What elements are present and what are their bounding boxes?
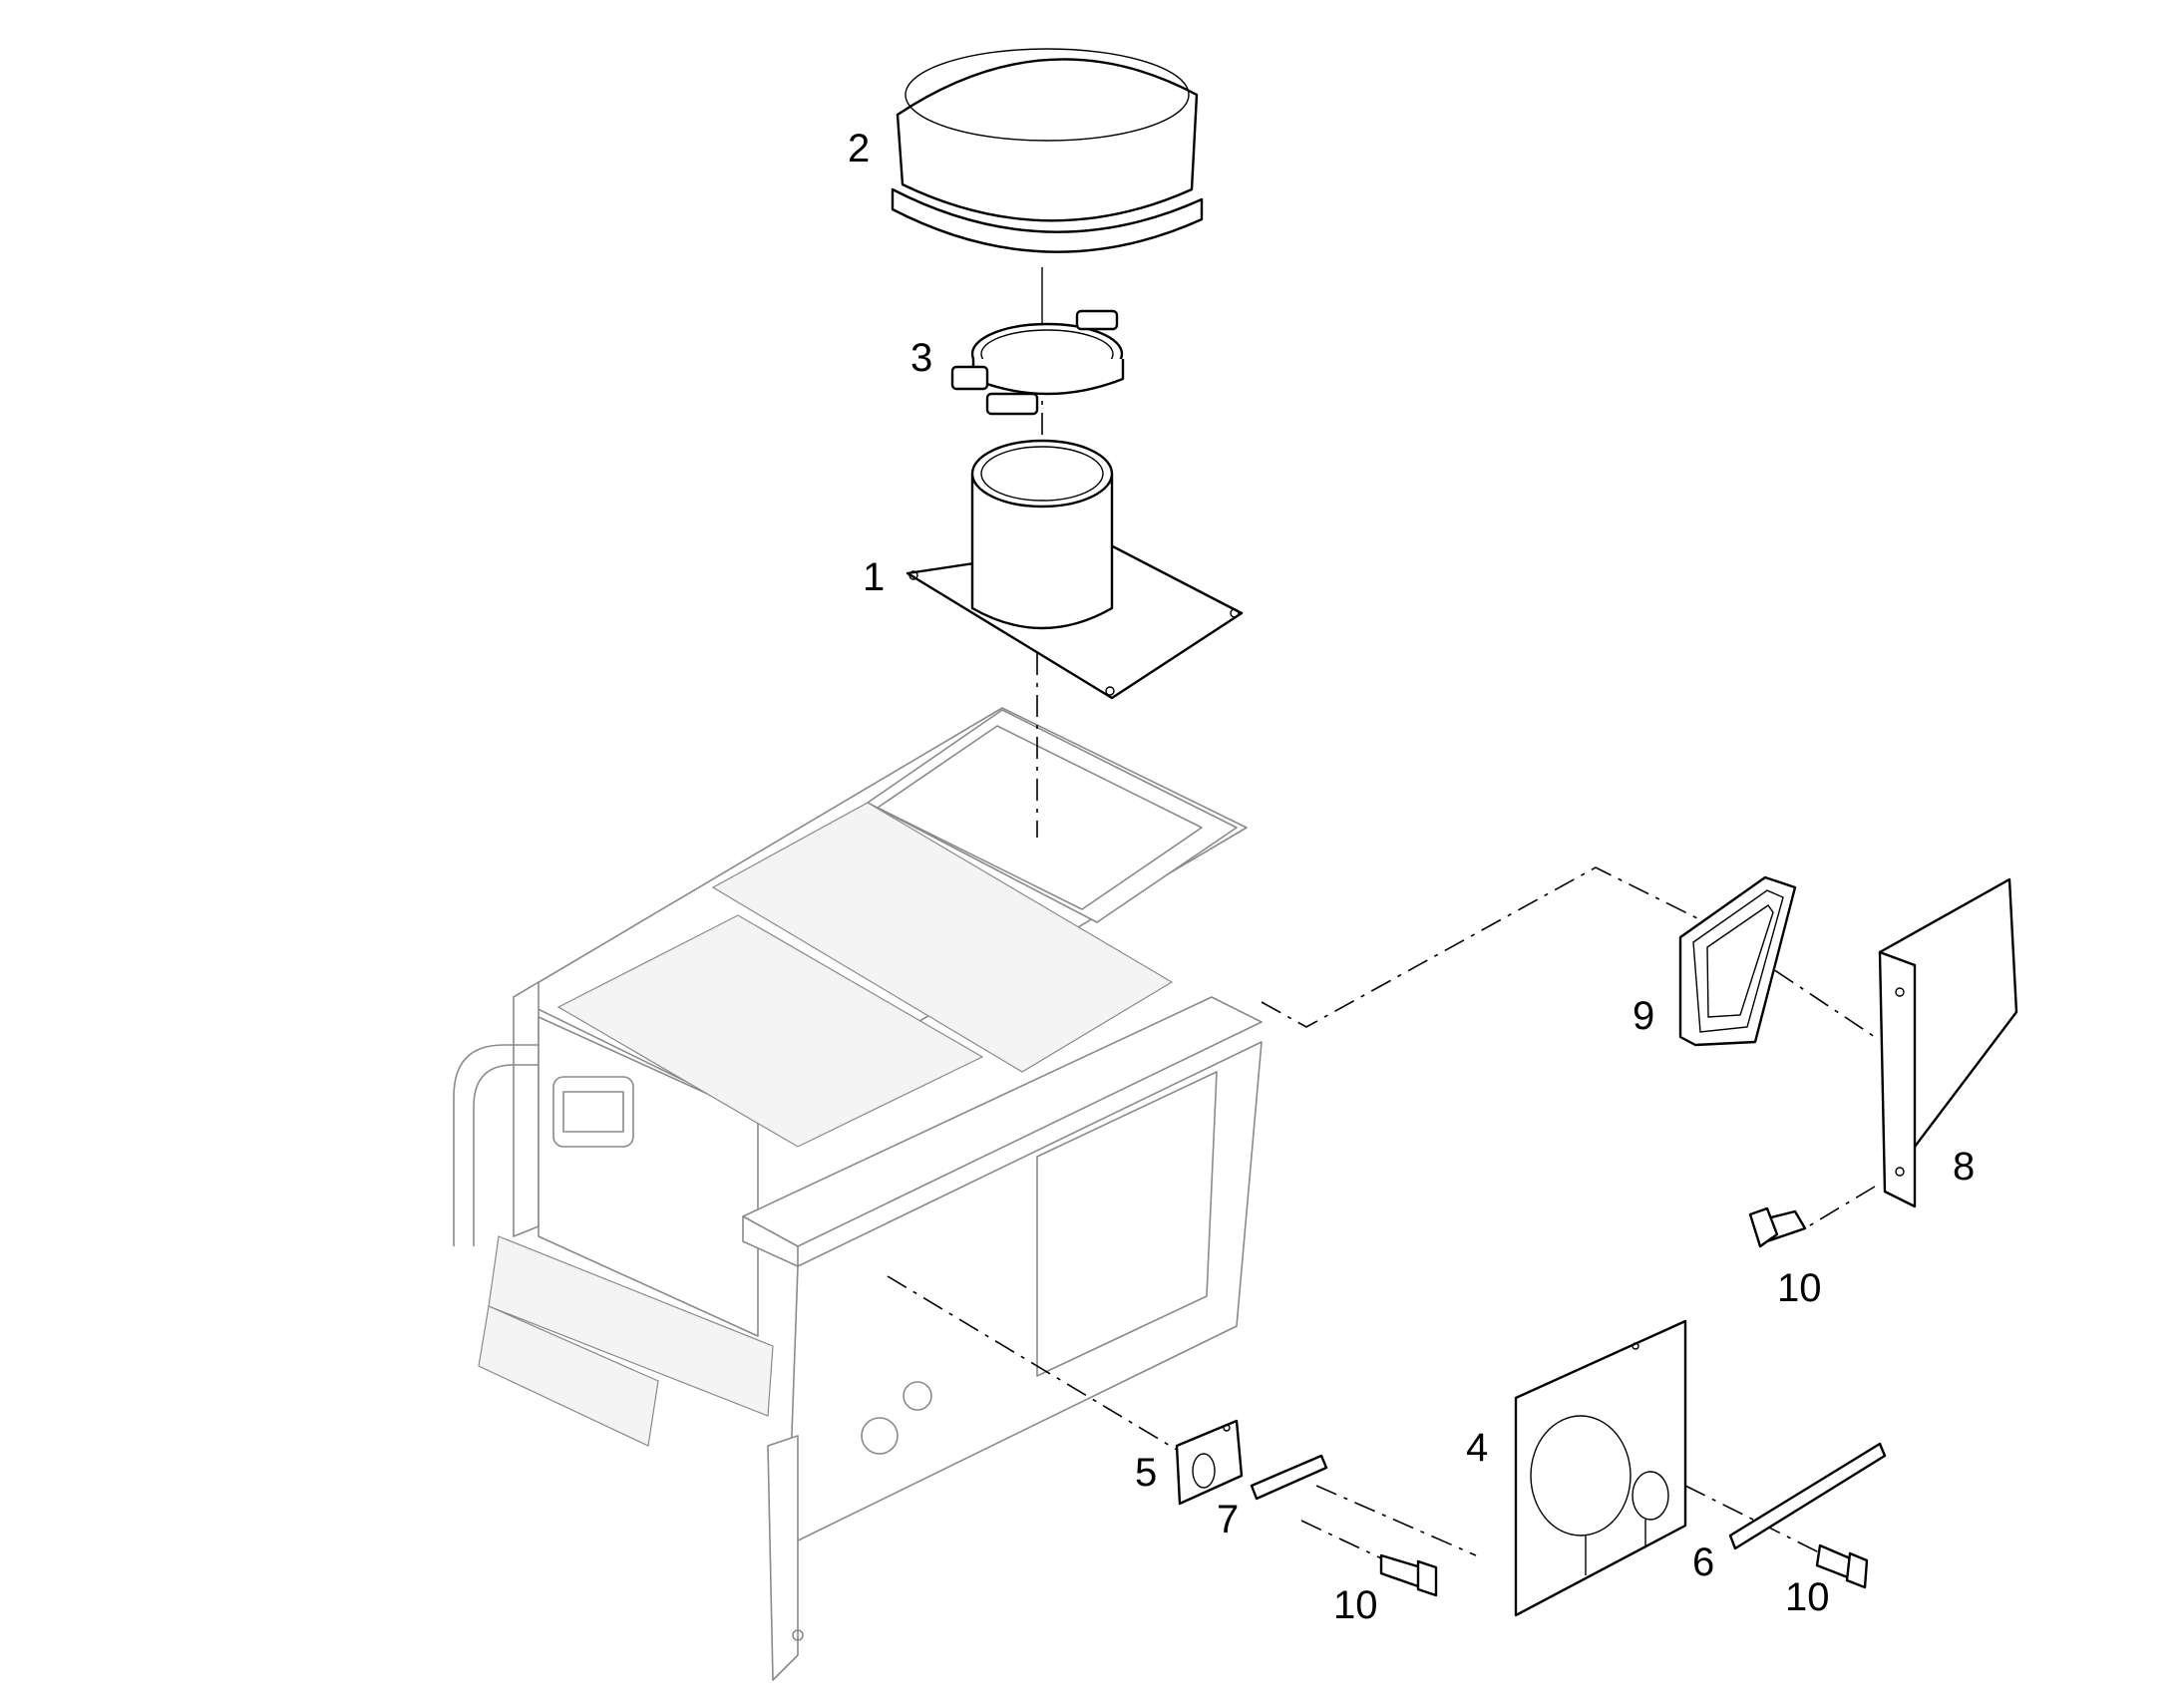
part-9-gasket — [1678, 875, 1797, 1047]
callout-9: 9 — [1633, 994, 1654, 1038]
callout-3: 3 — [910, 336, 932, 380]
callout-4: 4 — [1466, 1426, 1488, 1470]
callout-2: 2 — [848, 127, 870, 171]
callout-5: 5 — [1135, 1451, 1157, 1495]
part-5-small-plate — [1175, 1419, 1244, 1506]
callout-labels: 2 3 1 9 8 10 4 5 7 6 10 10 — [848, 127, 1975, 1627]
part-2-cap — [891, 48, 1204, 329]
part-1-pipe-plate — [906, 439, 1244, 700]
base-frame-assembly — [453, 707, 1263, 1681]
part-6-long-strip — [1728, 1442, 1887, 1550]
callout-10-upper: 10 — [1777, 1266, 1822, 1310]
callout-1: 1 — [863, 555, 885, 599]
part-7-strip — [1250, 1454, 1328, 1501]
part-3-clamp — [950, 309, 1125, 416]
part-10-bolt-upper — [1748, 1206, 1807, 1248]
part-8-deflector — [1878, 877, 2018, 1208]
part-10-bolt-left — [1379, 1553, 1438, 1597]
part-4-large-plate — [1514, 1319, 1687, 1617]
part-10-bolt-right — [1815, 1543, 1869, 1589]
callout-10-left: 10 — [1333, 1583, 1378, 1627]
callout-8: 8 — [1953, 1145, 1975, 1189]
callout-10-right: 10 — [1785, 1575, 1830, 1619]
callout-7: 7 — [1217, 1498, 1239, 1541]
callout-6: 6 — [1692, 1540, 1714, 1584]
